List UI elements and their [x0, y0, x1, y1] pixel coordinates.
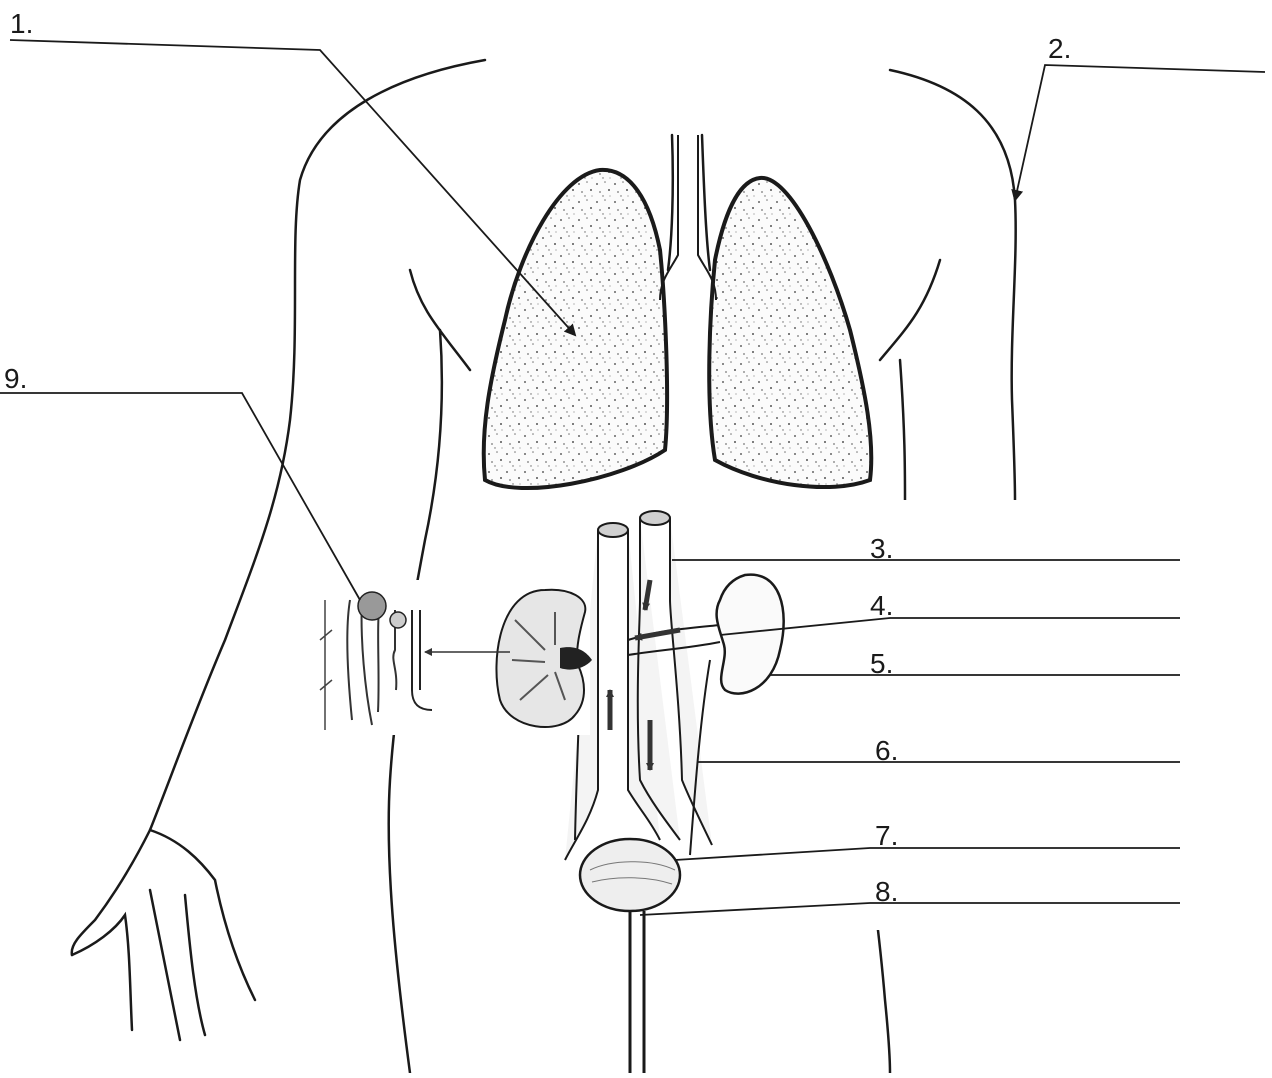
neck-right [702, 135, 710, 270]
neck-left [668, 135, 673, 270]
urinary-bladder [580, 839, 680, 911]
label-8: 8. [875, 878, 898, 906]
leader-line-2 [1015, 65, 1265, 200]
label-6: 6. [875, 737, 898, 765]
left-armpit-curve [410, 270, 470, 370]
label-5: 5. [870, 650, 893, 678]
left-lung [484, 170, 667, 488]
label-1: 1. [10, 10, 33, 38]
label-2: 2. [1048, 35, 1071, 63]
bowman-capsule [390, 612, 406, 628]
left-shoulder-outline [72, 60, 485, 955]
aorta-top [640, 511, 670, 525]
label-4: 4. [870, 592, 893, 620]
right-armpit-curve [880, 260, 940, 360]
lungs [484, 135, 872, 488]
leader-line-1 [10, 40, 575, 335]
trachea-bronchi [660, 135, 716, 300]
label-9: 9. [4, 365, 27, 393]
vena-cava-top [598, 523, 628, 537]
label-3: 3. [870, 535, 893, 563]
urethra [630, 911, 644, 1073]
kidney-section-inset [320, 580, 592, 735]
right-shoulder-outline [890, 70, 1016, 500]
label-7: 7. [875, 822, 898, 850]
right-torso-edge [900, 360, 905, 500]
right-lung [709, 178, 871, 487]
glomerulus [358, 592, 386, 620]
hand-outline [72, 830, 255, 1040]
leader-line-9 [0, 393, 360, 600]
